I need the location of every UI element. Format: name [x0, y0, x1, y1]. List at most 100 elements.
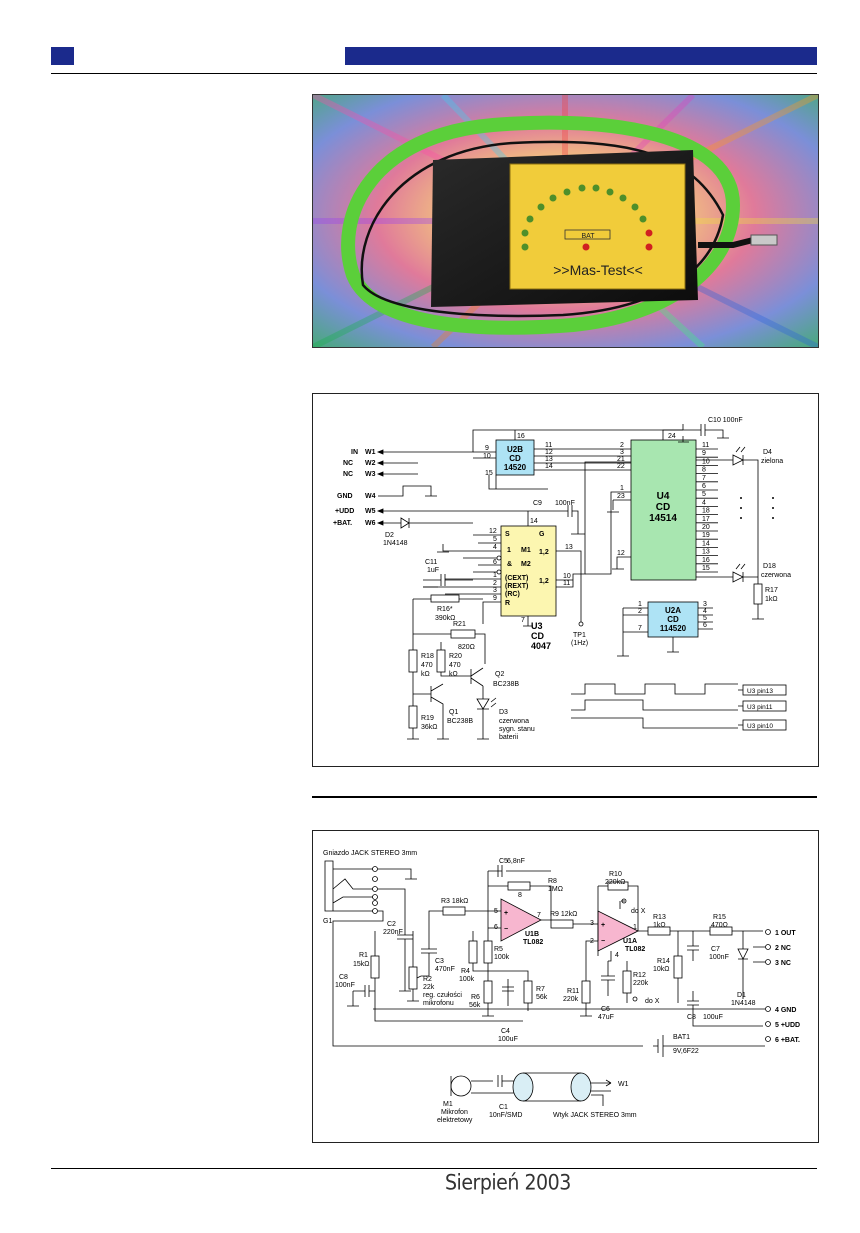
c7-value: 100nF — [709, 954, 729, 961]
r5-label: R5 — [494, 946, 503, 953]
u2a-pin: 3 — [703, 601, 707, 608]
svg-text:−: − — [504, 926, 508, 933]
u4-pin: 21 — [617, 456, 625, 463]
u4-l1: CD — [656, 502, 670, 513]
r19-label: R19 — [421, 715, 434, 722]
u3-pin: 3 — [493, 587, 497, 594]
c11-value: 1uF — [427, 567, 439, 574]
u3-s: S — [505, 531, 510, 538]
u2b-pin15: 15 — [485, 470, 493, 477]
c1-value: 10nF/SMD — [489, 1112, 522, 1119]
u3-r: R — [505, 600, 510, 607]
w1-label: W1 — [618, 1081, 629, 1088]
u1b-type: TL082 — [523, 939, 543, 946]
bat-label: BAT — [581, 233, 595, 240]
svg-text:−: − — [601, 938, 605, 945]
u4-pin-number: 19 — [702, 532, 710, 539]
q2-type: BC238B — [493, 681, 519, 688]
u1a-pin: 3 — [590, 920, 594, 927]
u1a-type: TL082 — [625, 946, 645, 953]
bat-value: 9V,6F22 — [673, 1048, 699, 1055]
u4-pin-number: 8 — [702, 467, 706, 474]
c8b-label: C8 — [687, 1014, 696, 1021]
u3-m2: M2 — [521, 561, 531, 568]
r8-label: R8 — [548, 878, 557, 885]
conn-gnd-label: GND — [337, 493, 353, 500]
c8b-value: 100uF — [703, 1014, 723, 1021]
tp1-label: TP1 — [573, 632, 586, 639]
c11-label: C11 — [425, 559, 437, 566]
r7-label: R7 — [536, 986, 545, 993]
c6-label: C6 — [601, 1006, 610, 1013]
r2-value: 22k — [423, 984, 435, 991]
led-arc — [521, 184, 653, 251]
r2-label: R2 — [423, 976, 432, 983]
u4-pin-number: 14 — [702, 540, 710, 547]
u2a-pin: 2 — [638, 608, 642, 615]
u4-pin-number: 11 — [702, 442, 709, 449]
conn-nc-label: NC — [343, 460, 353, 467]
u2b-ref: U2B — [507, 445, 523, 454]
d3-desc: czerwona — [499, 718, 529, 725]
r18-value: 470 — [421, 662, 433, 669]
out-1: 1 OUT — [775, 930, 796, 937]
m1-desc: Mikrofon — [441, 1109, 468, 1116]
u4-pin-number: 13 — [702, 549, 710, 556]
d2-label: D2 — [385, 532, 394, 539]
d4-label: D4 — [763, 449, 772, 456]
r15-label: R15 — [713, 914, 726, 921]
r16-label: R16* — [437, 606, 453, 613]
r20-unit: kΩ — [449, 671, 458, 678]
r17-value: 1kΩ — [765, 596, 778, 603]
u4-pin: 12 — [617, 550, 625, 557]
r11-label: R11 — [567, 988, 579, 995]
d3-desc: baterii — [499, 734, 519, 741]
u4-ref: U4 — [657, 491, 670, 502]
svg-text:+: + — [504, 910, 508, 917]
q1-label: Q1 — [449, 709, 458, 716]
u4-pin: 2 — [620, 442, 624, 449]
u1b-pin: 6 — [494, 924, 498, 931]
u4-pin-number: 16 — [702, 557, 710, 564]
c4-value: 100uF — [498, 1036, 518, 1043]
u2b-l1: CD — [509, 454, 521, 463]
d2-type: 1N4148 — [383, 540, 408, 547]
u3-rext: (REXT) — [505, 583, 528, 590]
u4-pin: 22 — [617, 463, 625, 470]
schematic-counter: IN W1 NC W2 NC W3 GND W4 +UDD W5 +BAT. W… — [312, 393, 819, 767]
c3-value: 470nF — [435, 966, 455, 973]
dox2-label: do X — [645, 998, 660, 1005]
d18-color: czerwona — [761, 572, 791, 579]
r14-value: 10kΩ — [653, 966, 670, 973]
r18-label: R18 — [421, 653, 434, 660]
header-block-left — [51, 47, 74, 65]
q1-type: BC238B — [447, 718, 473, 725]
u2a-pin: 1 — [638, 601, 642, 608]
svg-text:+: + — [601, 922, 605, 929]
r21-label: R21 — [453, 621, 466, 628]
c2-label: C2 — [387, 921, 396, 928]
r13-value: 1kΩ — [653, 922, 666, 929]
u2a-pin: 4 — [703, 608, 707, 615]
bat-label: BAT1 — [673, 1034, 690, 1041]
r7-value: 56k — [536, 994, 548, 1001]
u2a-l1: CD — [667, 615, 679, 624]
tp1-value: (1Hz) — [571, 640, 588, 647]
issue-date: Sierpień 2003 — [445, 1170, 571, 1196]
u4-pin-number: 20 — [702, 524, 710, 531]
conn-bat-label: +BAT. — [333, 520, 352, 527]
u3-pin: 7 — [521, 617, 525, 624]
r19-value: 36kΩ — [421, 724, 438, 731]
c4-label: C4 — [501, 1028, 510, 1035]
u2b-out12: 12 — [545, 449, 553, 456]
out-2: 2 NC — [775, 945, 791, 952]
r14-label: R14 — [657, 958, 670, 965]
u4-l2: 14514 — [649, 513, 677, 524]
u3-pin: 14 — [530, 518, 538, 525]
c2-value: 220nF — [383, 929, 403, 936]
u1a-pin: 1 — [633, 924, 637, 931]
u3-pin: 4 — [493, 544, 497, 551]
jack-label: Gniazdo JACK STEREO 3mm — [323, 850, 417, 857]
d1-label: D1 — [737, 992, 746, 999]
header-rule — [51, 73, 817, 74]
